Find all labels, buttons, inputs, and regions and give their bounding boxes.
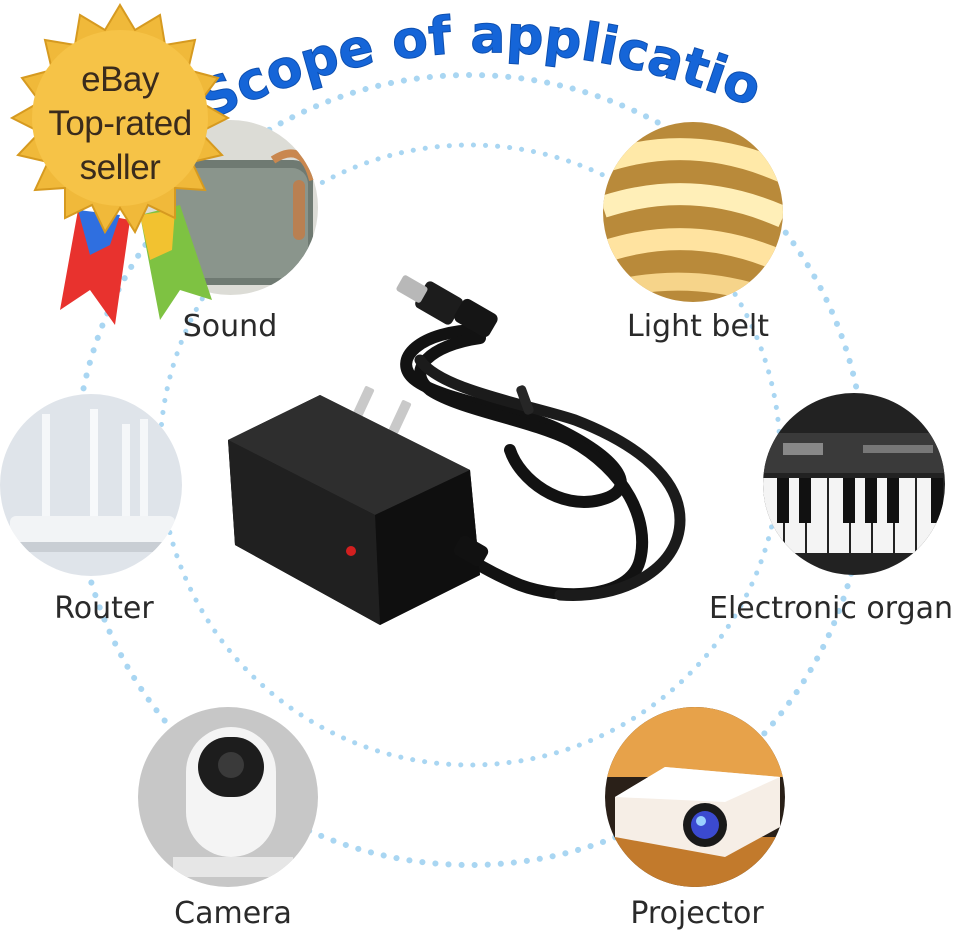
top-rated-seller-badge: eBay Top-rated seller	[0, 0, 250, 330]
light-belt-thumbnail	[603, 122, 783, 302]
projector-icon	[605, 707, 785, 887]
item-label-projector: Projector	[630, 896, 764, 931]
badge-line-top-rated: Top-rated	[48, 104, 192, 143]
badge-line-seller: seller	[79, 148, 161, 187]
item-label-camera: Camera	[174, 896, 292, 931]
rosette-icon	[9, 3, 231, 325]
camera-icon	[138, 707, 318, 887]
item-label-router: Router	[54, 591, 154, 626]
led-strip-icon	[603, 122, 783, 302]
electronic-organ-thumbnail	[763, 393, 945, 575]
router-thumbnail	[0, 394, 182, 576]
item-label-sound: Sound	[182, 309, 278, 344]
projector-thumbnail	[605, 707, 785, 887]
camera-thumbnail	[138, 707, 318, 887]
power-adapter-icon	[228, 275, 686, 625]
badge-line-ebay: eBay	[81, 60, 159, 99]
keyboard-icon	[763, 393, 945, 575]
item-label-light-belt: Light belt	[626, 309, 770, 344]
badge-text: eBay Top-rated seller	[0, 58, 240, 190]
item-label-electronic-organ: Electronic organ	[708, 591, 954, 626]
router-icon	[0, 394, 182, 576]
